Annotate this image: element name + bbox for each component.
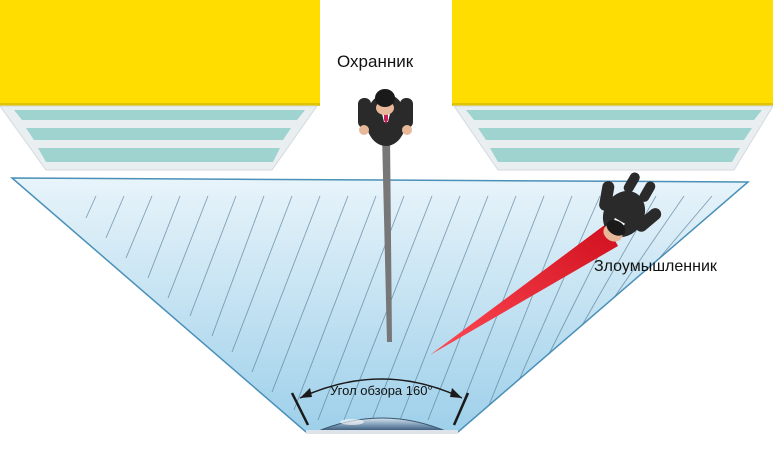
- right-building: [452, 0, 773, 171]
- guard-person-icon: [358, 89, 413, 146]
- dome-camera-icon: [306, 417, 458, 434]
- guard-sight-line: [382, 135, 392, 342]
- intruder-person-icon: [599, 172, 662, 242]
- left-building: [0, 0, 320, 171]
- intruder-label: Злоумышленник: [594, 258, 717, 275]
- guard-label: Охранник: [337, 52, 414, 71]
- intruder-sight-beam: [430, 224, 618, 355]
- view-angle-label: Угол обзора 160°: [330, 383, 433, 398]
- view-angle-arc: [290, 378, 470, 426]
